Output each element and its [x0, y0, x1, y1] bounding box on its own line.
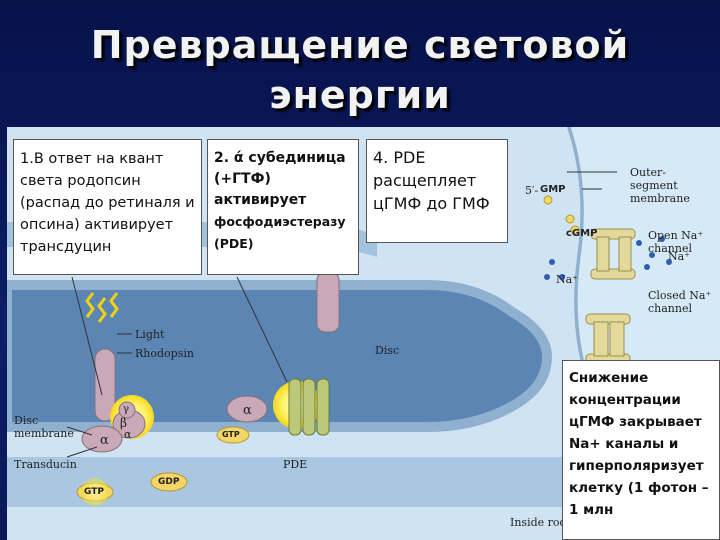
gtp-oval-1 [216, 426, 250, 444]
callout-step-2-line-2: фосфодиэстеразу (PDE) [214, 214, 346, 251]
label-5-prime: 5′- [525, 184, 539, 197]
label-disc-membrane: Disc membrane [14, 414, 74, 440]
pde-stalk [316, 271, 340, 333]
callout-step-4: 4. PDE расщепляет цГМФ до ГМФ [366, 139, 508, 243]
pde-subunit-3 [316, 378, 330, 436]
label-closed-na-channel: Closed Na⁺ channel [648, 289, 712, 315]
label-na-plus-2: Na⁺ [556, 273, 578, 286]
callout-step-2-line-1: 2. ά субединица (+ГТФ) активирует [214, 150, 346, 208]
rhodopsin [94, 348, 116, 422]
transducin-alpha-1 [81, 425, 123, 453]
label-transducin: Transducin [14, 458, 77, 471]
label-rhodopsin: Rhodopsin [135, 347, 194, 360]
label-outer-segment-membrane: Outer-segment membrane [630, 166, 690, 205]
closed-na-channel [585, 313, 631, 365]
label-cgmp: cGMP [566, 228, 598, 239]
transducin-gamma [118, 401, 136, 419]
callout-step-1: 1.В ответ на квант света родопсин (распа… [13, 139, 202, 275]
cgmp-dots [543, 195, 580, 235]
label-inside-rod: Inside rod [510, 516, 567, 529]
callout-step-1-text: 1.В ответ на квант света родопсин (распа… [20, 151, 195, 255]
label-pde: PDE [283, 458, 308, 471]
label-alpha-3: α [124, 428, 132, 441]
label-light: Light [135, 328, 165, 341]
label-open-na-channel: Open Na⁺ channel [648, 229, 704, 255]
label-na-plus-1: Na⁺ [668, 250, 690, 263]
pde-subunit-2 [302, 378, 316, 436]
label-gtp-2: GTP [84, 487, 104, 497]
callout-result: Снижение концентрации цГМФ закрывает Na+… [562, 360, 720, 540]
pde-subunit-1 [288, 378, 302, 436]
light-rays [85, 292, 119, 323]
label-gmp: GMP [540, 184, 566, 195]
label-beta: β [120, 416, 127, 430]
pde-alpha [226, 395, 268, 423]
label-gamma: γ [123, 404, 129, 415]
disc [7, 280, 553, 432]
label-gtp-1: GTP [222, 430, 240, 439]
slide-title: Превращение световой энергии [90, 23, 630, 117]
leader-lines [66, 171, 617, 458]
label-alpha-2: α [243, 403, 252, 418]
label-disc: Disc [375, 344, 400, 357]
callout-step-2: 2. ά субединица (+ГТФ) активирует фосфод… [207, 139, 359, 275]
label-gdp: GDP [158, 477, 180, 487]
open-na-channel [590, 228, 636, 280]
gtp-flash [81, 478, 109, 506]
callout-step-4-text: 4. PDE расщепляет цГМФ до ГМФ [373, 148, 490, 213]
gdp-oval [150, 472, 188, 492]
na-ion-dots [544, 236, 672, 280]
label-alpha-1: α [100, 433, 109, 448]
callout-result-text: Снижение концентрации цГМФ закрывает Na+… [569, 370, 709, 518]
